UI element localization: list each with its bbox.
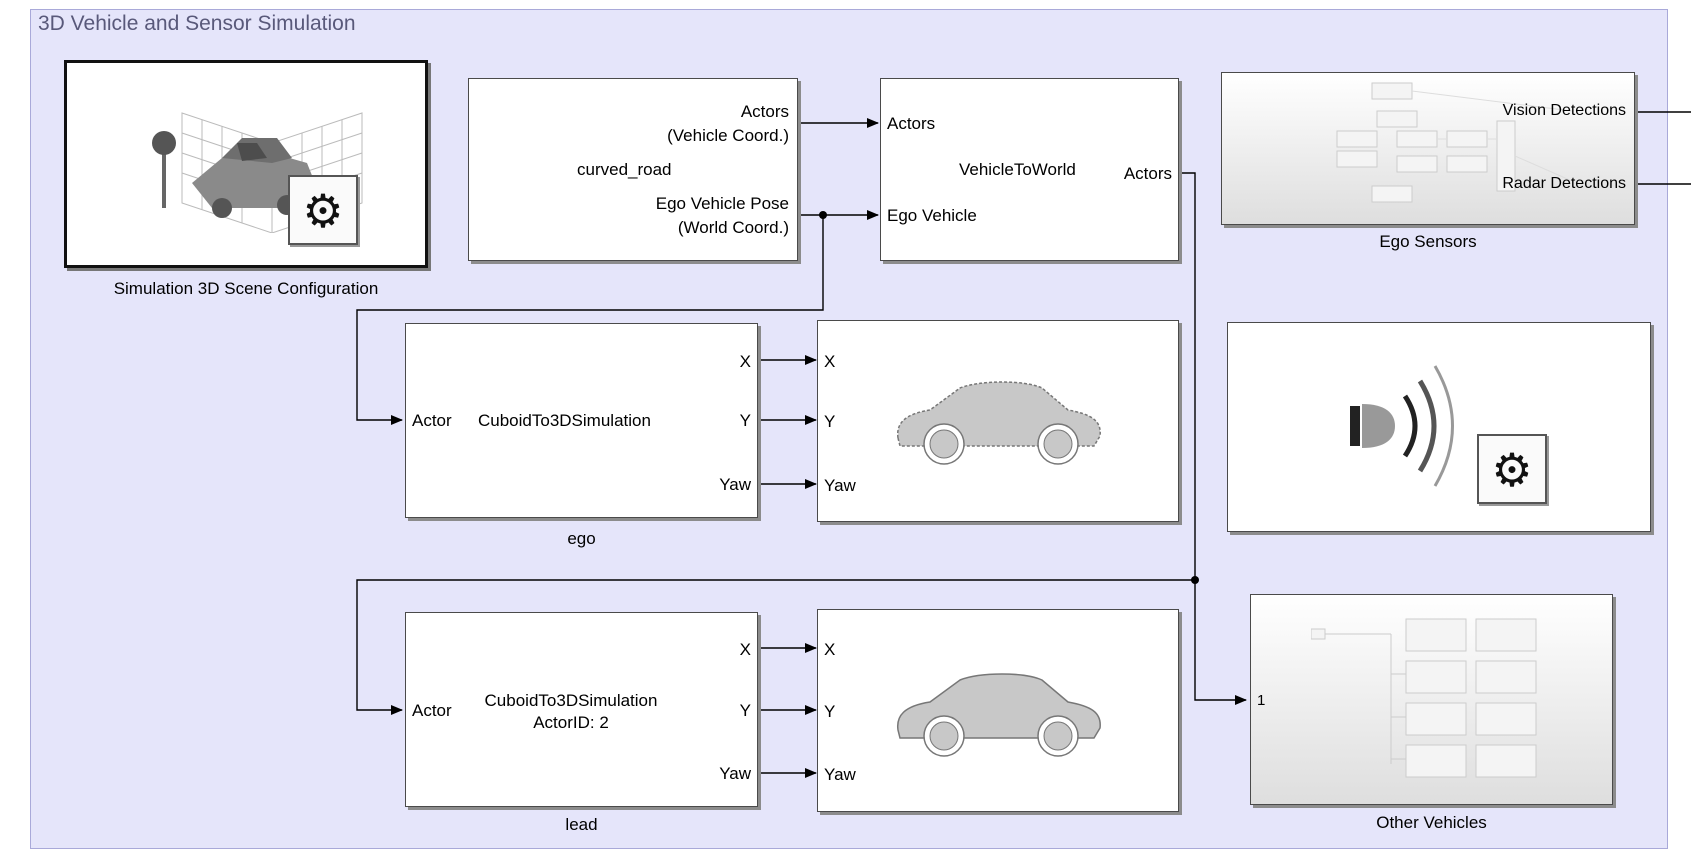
scenario-out2-line2: (World Coord.) bbox=[677, 218, 789, 237]
scenario-out2-line1: Ego Vehicle Pose bbox=[655, 194, 789, 213]
vtw-out-actors: Actors bbox=[1123, 164, 1172, 183]
lead-out-yaw: Yaw bbox=[719, 764, 751, 783]
branch-point-ego-pose bbox=[819, 211, 827, 219]
vtw-label: VehicleToWorld bbox=[959, 160, 1076, 179]
subsystem-title: 3D Vehicle and Sensor Simulation bbox=[38, 12, 356, 35]
ego-sensors-out-vision: Vision Detections bbox=[1502, 102, 1626, 119]
lead-in-actor: Actor bbox=[412, 701, 452, 720]
ego-veh-in-yaw: Yaw bbox=[824, 476, 856, 495]
lead-caption: lead bbox=[565, 815, 598, 834]
gear-icon: ⚙ bbox=[1491, 443, 1533, 497]
ego-out-x: X bbox=[739, 352, 751, 371]
vtw-in-ego-vehicle: Ego Vehicle bbox=[887, 206, 977, 225]
scenario-out1-line1: Actors bbox=[740, 102, 789, 121]
scenario-out1-line2: (Vehicle Coord.) bbox=[667, 126, 789, 145]
ego-out-yaw: Yaw bbox=[719, 475, 751, 494]
lead-out-y: Y bbox=[739, 701, 751, 720]
ego-cuboid-block[interactable]: Actor CuboidTo3DSimulation X Y Yaw bbox=[405, 323, 758, 518]
radar-sensor-block[interactable]: ⚙ bbox=[1227, 322, 1651, 532]
lead-veh-in-y: Y bbox=[824, 702, 836, 721]
radar-icon bbox=[1350, 365, 1454, 487]
other-vehicles-block[interactable]: 1 bbox=[1250, 594, 1613, 805]
ego-out-y: Y bbox=[739, 411, 751, 430]
lead-cuboid-label1: CuboidTo3DSimulation bbox=[484, 691, 658, 710]
other-vehicles-caption: Other Vehicles bbox=[1376, 813, 1487, 832]
ego-sensors-caption: Ego Sensors bbox=[1379, 232, 1477, 251]
wire-world-actors-branch bbox=[356, 579, 1195, 715]
ego-vehicle-block[interactable]: X Y Yaw bbox=[817, 320, 1179, 522]
ego-sensors-out-radar: Radar Detections bbox=[1502, 175, 1626, 192]
scenario-reader-block[interactable]: Actors (Vehicle Coord.) curved_road Ego … bbox=[468, 78, 798, 261]
ego-sensors-block[interactable]: Vision Detections Radar Detections bbox=[1221, 72, 1635, 225]
scene-config-block[interactable]: ⚙ bbox=[64, 60, 428, 268]
lead-cuboid-label2: ActorID: 2 bbox=[533, 713, 609, 732]
lead-out-x: X bbox=[739, 640, 751, 659]
car-icon bbox=[896, 673, 1101, 757]
vehicle-to-world-block[interactable]: Actors VehicleToWorld Actors Ego Vehicle bbox=[880, 78, 1179, 261]
scene-config-caption: Simulation 3D Scene Configuration bbox=[113, 279, 379, 298]
car-icon bbox=[896, 381, 1101, 465]
ego-veh-in-x: X bbox=[824, 352, 836, 371]
lead-veh-in-x: X bbox=[824, 640, 836, 659]
other-vehicles-in: 1 bbox=[1257, 692, 1266, 709]
scene-config-gear-box: ⚙ bbox=[288, 175, 358, 245]
subsystem-preview-icon bbox=[1336, 82, 1573, 203]
subsystem-preview-icon bbox=[1311, 618, 1537, 778]
ego-caption: ego bbox=[567, 529, 596, 548]
lead-veh-in-yaw: Yaw bbox=[824, 765, 856, 784]
ego-in-actor: Actor bbox=[412, 411, 452, 430]
wire-world-actors bbox=[1177, 172, 1247, 705]
branch-point-actors bbox=[1191, 576, 1199, 584]
wire-ego-pose-branch bbox=[356, 215, 824, 425]
vtw-in-actors: Actors bbox=[887, 114, 936, 133]
gear-icon: ⚙ bbox=[302, 184, 344, 238]
ego-cuboid-label: CuboidTo3DSimulation bbox=[478, 411, 651, 430]
scenario-label: curved_road bbox=[577, 160, 672, 179]
lead-cuboid-block[interactable]: Actor CuboidTo3DSimulation ActorID: 2 X … bbox=[405, 612, 758, 807]
radar-gear-box: ⚙ bbox=[1477, 434, 1547, 504]
lead-vehicle-block[interactable]: X Y Yaw bbox=[817, 609, 1179, 812]
ego-veh-in-y: Y bbox=[824, 412, 836, 431]
